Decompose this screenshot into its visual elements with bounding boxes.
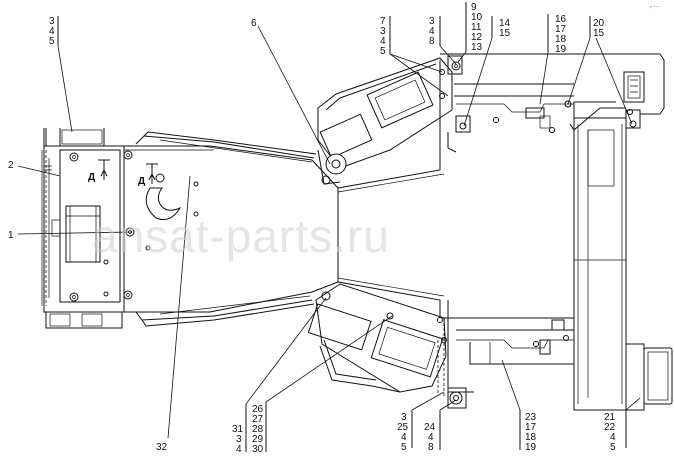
callout-text: 4 (401, 432, 407, 443)
callout-2: 2 (8, 160, 14, 171)
callout-text: 13 (471, 42, 483, 53)
callout-text: 4 (429, 26, 435, 37)
callout-text: 15 (499, 28, 511, 39)
callout-21-22-4-5: 21 22 4 5 (604, 412, 616, 453)
callout-3-25-4-5: 3 25 4 5 (397, 412, 409, 453)
callout-6: 6 (251, 18, 257, 29)
callout-text: 25 (397, 422, 409, 433)
callout-text: 31 (232, 424, 244, 435)
callout-text: 4 (380, 36, 386, 47)
callout-text: 7 (380, 16, 386, 27)
callout-text: 4 (236, 444, 242, 455)
callout-24-4-8: 24 4 8 (424, 422, 436, 453)
callout-3-4-8-top: 3 4 8 (429, 16, 435, 47)
callout-text: 24 (424, 422, 436, 433)
callout-text: 8 (429, 36, 435, 47)
middle-frame (311, 154, 445, 318)
callout-14-15: 14 15 (499, 18, 511, 39)
callout-text: 27 (252, 414, 264, 425)
callout-text: 17 (555, 24, 567, 35)
callout-text: 28 (252, 424, 264, 435)
callout-text: 19 (555, 44, 567, 55)
callout-text: 12 (471, 32, 483, 43)
callout-text: 4 (610, 432, 616, 443)
chassis-plate: Д Д (88, 145, 313, 313)
callout-text: 14 (499, 18, 511, 29)
right-module (437, 53, 673, 411)
callout-text: 20 (593, 18, 605, 29)
callout-text: 3 (49, 16, 55, 27)
callout-text: 17 (525, 422, 537, 433)
callout-text: 5 (610, 442, 616, 453)
callout-20-15: 20 15 (593, 18, 605, 39)
callout-text: 11 (471, 22, 482, 33)
callout-text: 5 (401, 442, 407, 453)
callout-3-4-5-top-left: 3 4 5 (49, 16, 55, 47)
callout-1: 1 (8, 230, 14, 241)
upper-boom (317, 55, 463, 185)
callout-31-3-4: 31 3 4 (232, 424, 244, 455)
callout-text: 18 (555, 34, 567, 45)
callout-text: 4 (428, 432, 434, 443)
callout-text: 23 (525, 412, 537, 423)
callout-23-19: 23 17 18 19 (525, 412, 537, 453)
callout-text: 10 (471, 12, 483, 23)
callout-26-30: 26 27 28 29 30 (252, 404, 264, 455)
callout-text: 19 (525, 442, 537, 453)
left-body (41, 128, 135, 329)
callout-text: 8 (428, 442, 434, 453)
callout-text: 26 (252, 404, 264, 415)
callout-text: 3 (380, 26, 386, 37)
callout-9-13: 9 10 11 12 13 (471, 2, 483, 53)
callout-text: 3 (429, 16, 435, 27)
callout-text: 5 (49, 36, 55, 47)
callout-7-3-4-5: 7 3 4 5 (380, 16, 386, 57)
watermark: ansat-parts.ru (92, 210, 390, 262)
callout-text: 3 (401, 412, 407, 423)
callout-text: 9 (471, 2, 477, 13)
callout-text: 22 (604, 422, 616, 433)
callout-text: 5 (380, 46, 386, 57)
leader-lines (17, 2, 641, 452)
callout-text: 18 (525, 432, 537, 443)
callout-text: 4 (49, 26, 55, 37)
callout-32: 32 (156, 442, 168, 453)
callout-text: 30 (252, 444, 264, 455)
callout-text: 15 (593, 28, 605, 39)
section-mark-d-left: Д (88, 172, 95, 183)
callout-text: 16 (555, 14, 567, 25)
callout-text: 3 (236, 434, 242, 445)
lower-boom (307, 283, 447, 393)
callout-text: 29 (252, 434, 264, 445)
callout-16-19: 16 17 18 19 (555, 14, 567, 55)
section-mark-d-right: Д (138, 176, 145, 187)
corner-mark: ᵞ ⁻⁻⁻ (650, 5, 661, 11)
callout-text: 21 (604, 412, 616, 423)
